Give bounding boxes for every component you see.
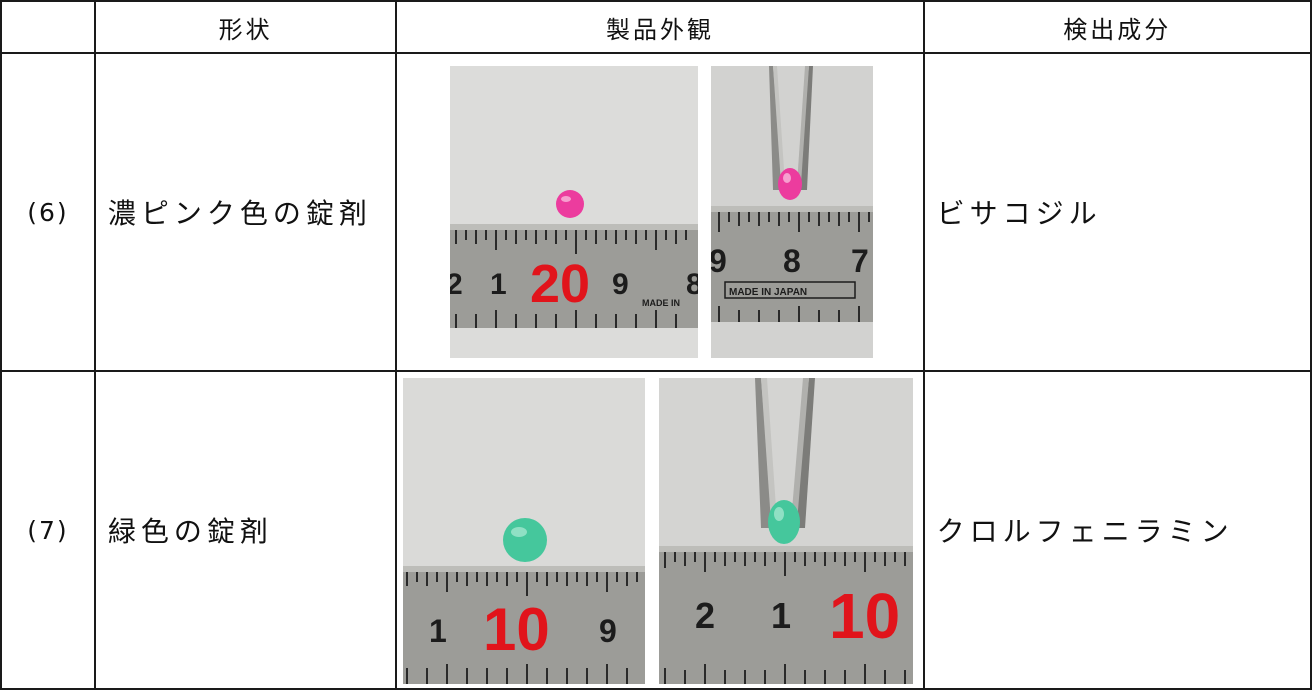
ruler-number: 2: [695, 595, 715, 636]
tablet: [768, 500, 801, 544]
product-photo-tweezers: 2 1 10: [659, 378, 914, 684]
header-appearance: 製品外観: [395, 0, 925, 54]
ruler-number: 1: [771, 595, 791, 636]
product-photo-ruler: 1 10 9: [403, 378, 646, 684]
ruler: [403, 566, 646, 684]
ruler-number: 9: [711, 243, 727, 279]
ruler-number: 9: [599, 613, 617, 649]
ruler-number: 7: [851, 243, 869, 279]
ruler-number-red: 10: [829, 580, 900, 652]
header-index: [0, 0, 96, 54]
header-row: 形状 製品外観 検出成分: [0, 0, 1312, 54]
row-appearance: 1 10 9: [395, 370, 925, 690]
ruler-stamp: MADE IN: [642, 298, 680, 308]
ruler-number: 1: [429, 613, 447, 649]
ruler-number: 8: [686, 268, 698, 301]
row-shape: 緑色の錠剤: [93, 370, 398, 690]
tablet: [503, 518, 548, 562]
header-component: 検出成分: [922, 0, 1312, 54]
header-shape: 形状: [93, 0, 398, 54]
ruler-number: 8: [783, 243, 801, 279]
row-index: (6): [0, 52, 96, 372]
ruler-number: 1: [490, 268, 507, 301]
tablet: [556, 190, 585, 218]
ruler-number-red: 10: [483, 596, 550, 663]
ruler-number: 2: [450, 268, 463, 301]
row-appearance: 2 1 20 9 8 MADE IN: [395, 52, 925, 372]
tablet: [778, 168, 803, 200]
ruler-number-red: 20: [530, 254, 590, 314]
table-row: (7) 緑色の錠剤: [0, 370, 1312, 690]
row-shape: 濃ピンク色の錠剤: [93, 52, 398, 372]
table-row: (6) 濃ピンク色の錠剤: [0, 52, 1312, 372]
row-component: ビサコジル: [922, 52, 1312, 372]
tweezers: [755, 378, 774, 528]
row-index: (7): [0, 370, 96, 690]
row-component: クロルフェニラミン: [922, 370, 1312, 690]
product-photo-tweezers: 9 8 7 MADE IN JAPAN: [711, 66, 874, 358]
ruler-number: 9: [612, 268, 629, 301]
product-photo-ruler: 2 1 20 9 8 MADE IN: [450, 66, 699, 358]
ruler-stamp: MADE IN JAPAN: [729, 287, 807, 298]
